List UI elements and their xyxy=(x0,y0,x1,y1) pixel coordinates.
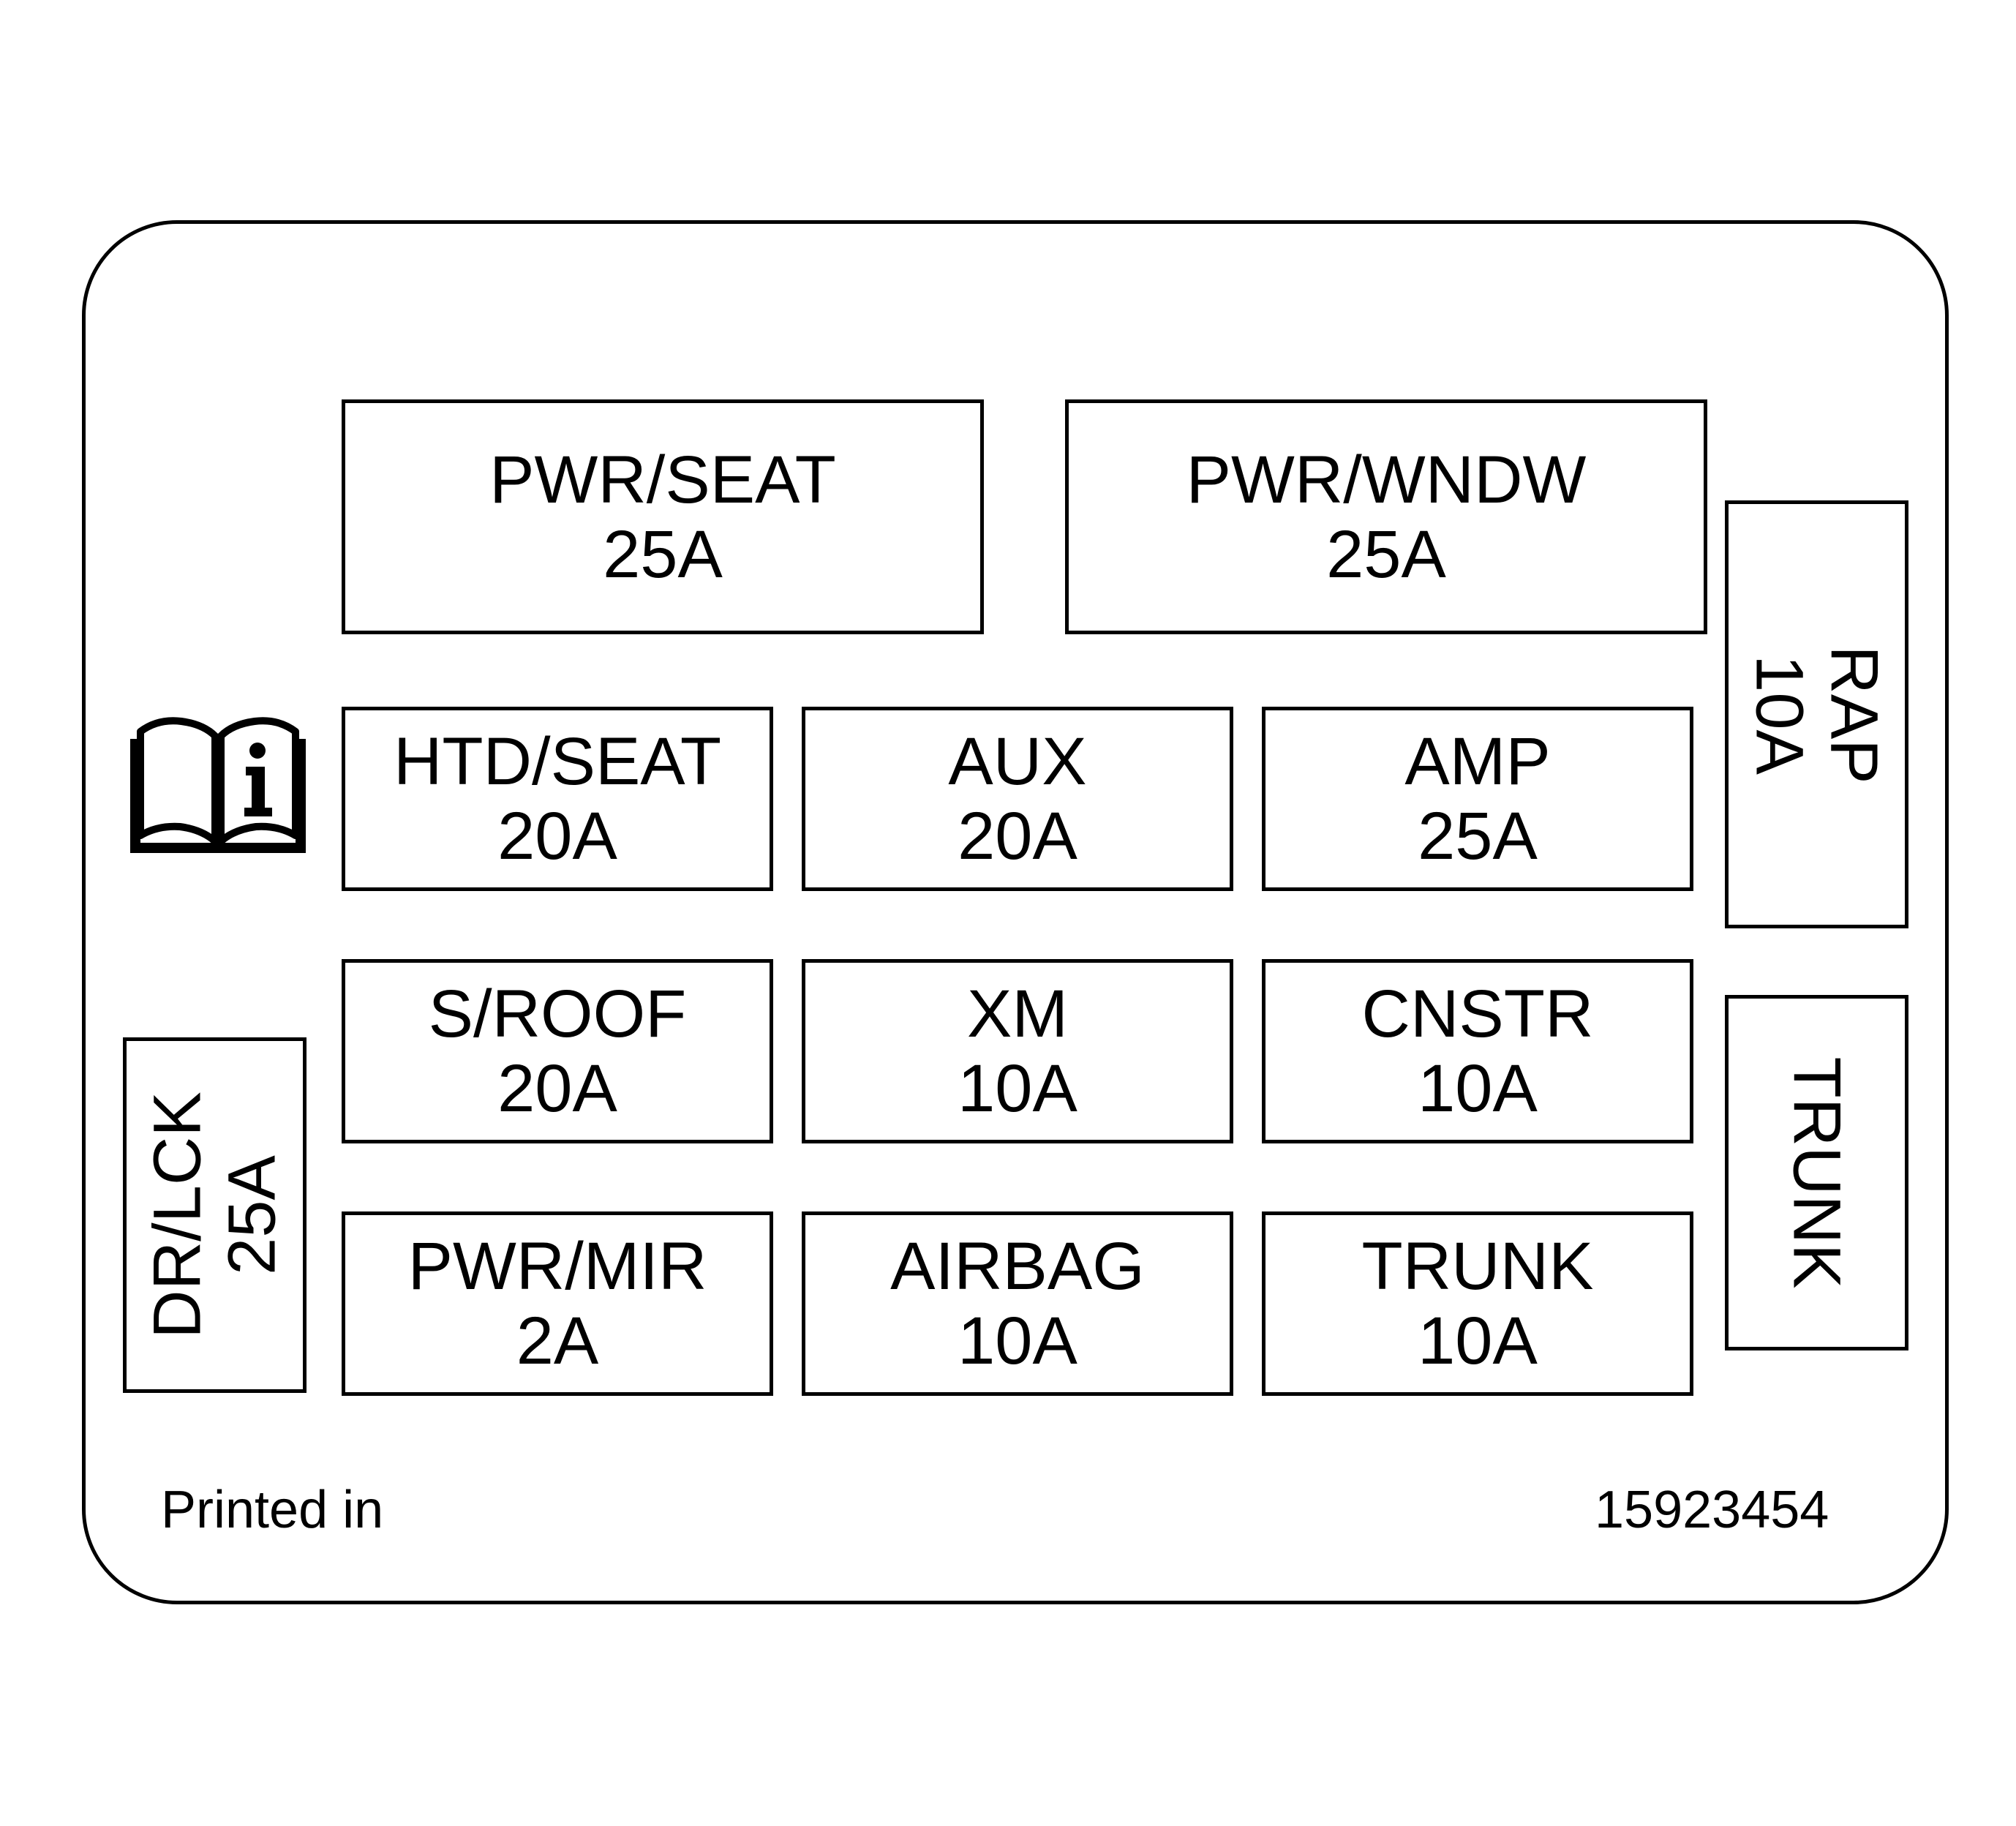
fuse-rating: 25A xyxy=(603,516,723,592)
fuse-name: TRUNK xyxy=(1361,1229,1594,1304)
fuse-rating: 20A xyxy=(958,799,1077,873)
fuse-trunk: TRUNK 10A xyxy=(1262,1211,1693,1396)
fuse-cnstr: CNSTR 10A xyxy=(1262,959,1693,1143)
fuse-htd-seat: HTD/SEAT 20A xyxy=(342,707,773,891)
fuse-name: CNSTR xyxy=(1361,977,1594,1051)
part-number: 15923454 xyxy=(1595,1481,1829,1539)
fuse-rating: 2A xyxy=(516,1304,599,1378)
fuse-rating: 25A xyxy=(1326,516,1446,592)
fuse-rating: 10A xyxy=(1418,1051,1538,1126)
fuse-pwr-seat: PWR/SEAT 25A xyxy=(342,399,984,634)
fuse-name: AUX xyxy=(948,724,1087,799)
fuse-s-roof: S/ROOF 20A xyxy=(342,959,773,1143)
fuse-xm: XM 10A xyxy=(802,959,1233,1143)
fuse-pwr-wndw: PWR/WNDW 25A xyxy=(1065,399,1707,634)
fuse-rating: 20A xyxy=(497,799,617,873)
fuse-rating: 10A xyxy=(1742,654,1817,775)
fuse-name: PWR/WNDW xyxy=(1186,442,1587,517)
owners-manual-info-icon xyxy=(130,717,306,853)
fuse-name: XM xyxy=(966,977,1068,1051)
fuse-panel-label xyxy=(82,220,1949,1604)
printed-in-text: Printed in xyxy=(161,1481,384,1539)
fuse-name: S/ROOF xyxy=(428,977,687,1051)
fuse-dr-lck: DR/LCK 25A xyxy=(123,1037,306,1393)
fuse-rating: 10A xyxy=(958,1051,1077,1126)
fuse-name: HTD/SEAT xyxy=(393,724,722,799)
fuse-rating: 20A xyxy=(497,1051,617,1126)
fuse-rating: 25A xyxy=(214,1155,290,1275)
fuse-airbag: AIRBAG 10A xyxy=(802,1211,1233,1396)
fuse-name: AIRBAG xyxy=(890,1229,1145,1304)
fuse-name: PWR/SEAT xyxy=(489,442,836,517)
fuse-amp: AMP 25A xyxy=(1262,707,1693,891)
fuse-pwr-mir: PWR/MIR 2A xyxy=(342,1211,773,1396)
fuse-rap: RAP 10A xyxy=(1725,500,1908,928)
relay-name: TRUNK xyxy=(1779,1056,1854,1289)
fuse-rating: 10A xyxy=(1418,1304,1538,1378)
fuse-name: AMP xyxy=(1404,724,1551,799)
fuse-name: DR/LCK xyxy=(140,1092,215,1339)
relay-trunk: TRUNK xyxy=(1725,995,1908,1350)
fuse-rating: 25A xyxy=(1418,799,1538,873)
fuse-name: PWR/MIR xyxy=(407,1229,707,1304)
fuse-rating: 10A xyxy=(958,1304,1077,1378)
fuse-aux: AUX 20A xyxy=(802,707,1233,891)
fuse-name: RAP xyxy=(1816,645,1892,784)
